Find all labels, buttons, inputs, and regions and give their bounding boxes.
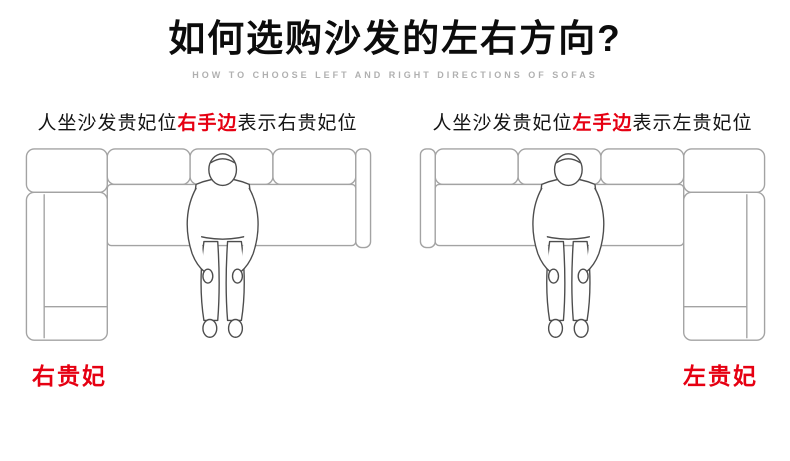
page-title: 如何选购沙发的左右方向?	[168, 18, 622, 59]
sofa-person-illustration	[25, 147, 371, 341]
caption-text: 人坐沙发贵妃位	[37, 112, 178, 134]
chaise-label-row: 左贵妃	[401, 357, 784, 391]
panel-right-chaise: 人坐沙发贵妃位右手边表示右贵妃位	[0, 108, 395, 391]
caption-highlight: 右手边	[177, 112, 238, 134]
caption-text: 人坐沙发贵妃位	[432, 112, 573, 134]
header: 如何选购沙发的左右方向? HOW TO CHOOSE LEFT AND RIGH…	[0, 0, 790, 80]
right-chaise-label: 右贵妃	[32, 362, 107, 389]
panel-left-chaise: 人坐沙发贵妃位左手边表示左贵妃位 左贵妃	[395, 108, 790, 391]
page-subtitle: HOW TO CHOOSE LEFT AND RIGHT DIRECTIONS …	[192, 69, 598, 80]
panel-caption: 人坐沙发贵妃位右手边表示右贵妃位	[6, 108, 389, 135]
chaise-label-row: 右贵妃	[6, 357, 389, 391]
sofa-top-view-diagram	[401, 143, 784, 355]
caption-text: 表示右贵妃位	[237, 112, 358, 134]
panels: 人坐沙发贵妃位右手边表示右贵妃位	[0, 108, 790, 391]
caption-text: 表示左贵妃位	[632, 112, 753, 134]
panel-caption: 人坐沙发贵妃位左手边表示左贵妃位	[401, 108, 784, 135]
sofa-top-view-diagram	[6, 143, 389, 355]
left-chaise-label: 左贵妃	[683, 362, 758, 389]
caption-highlight: 左手边	[572, 112, 633, 134]
sofa-person-illustration	[419, 147, 765, 341]
